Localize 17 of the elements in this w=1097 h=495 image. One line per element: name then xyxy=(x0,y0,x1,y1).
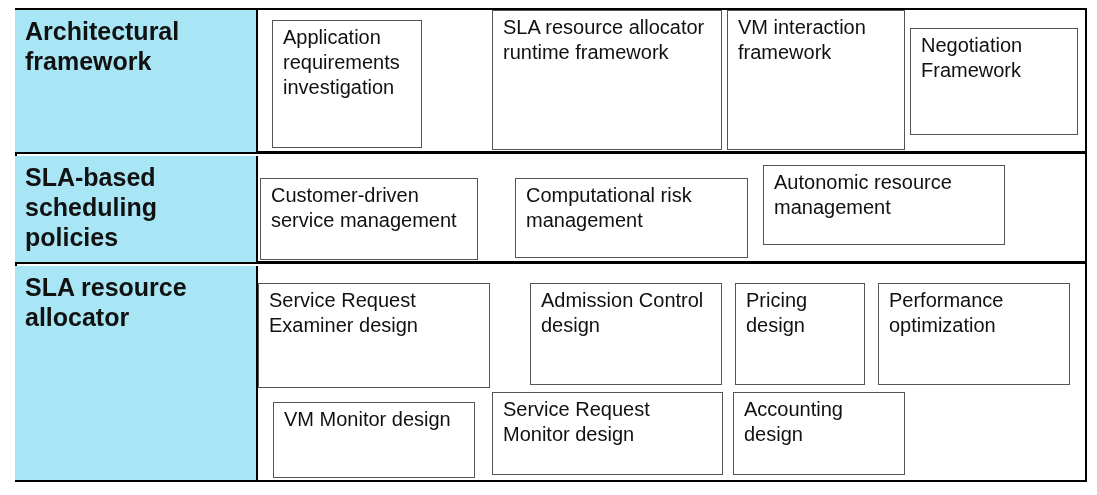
topic-box: Autonomic resource management xyxy=(763,165,1005,245)
topic-box: VM interaction framework xyxy=(727,10,905,150)
topic-box: VM Monitor design xyxy=(273,402,475,478)
row-header: Architectural framework xyxy=(15,10,258,152)
topic-box: Admission Control design xyxy=(530,283,722,385)
topic-box: SLA resource allocator runtime framework xyxy=(492,10,722,150)
topic-box: Performance optimization xyxy=(878,283,1070,385)
topic-box: Application requirements investigation xyxy=(272,20,422,148)
topic-box: Service Request Monitor design xyxy=(492,392,723,475)
topic-box: Computational risk management xyxy=(515,178,748,258)
topic-box: Negotiation Framework xyxy=(910,28,1078,135)
topic-box: Pricing design xyxy=(735,283,865,385)
topic-box: Accounting design xyxy=(733,392,905,475)
row-header: SLA resource allocator xyxy=(15,266,258,480)
topic-box: Service Request Examiner design xyxy=(258,283,490,388)
row-header: SLA-based scheduling policies xyxy=(15,156,258,262)
topic-box: Customer-driven service management xyxy=(260,178,478,260)
